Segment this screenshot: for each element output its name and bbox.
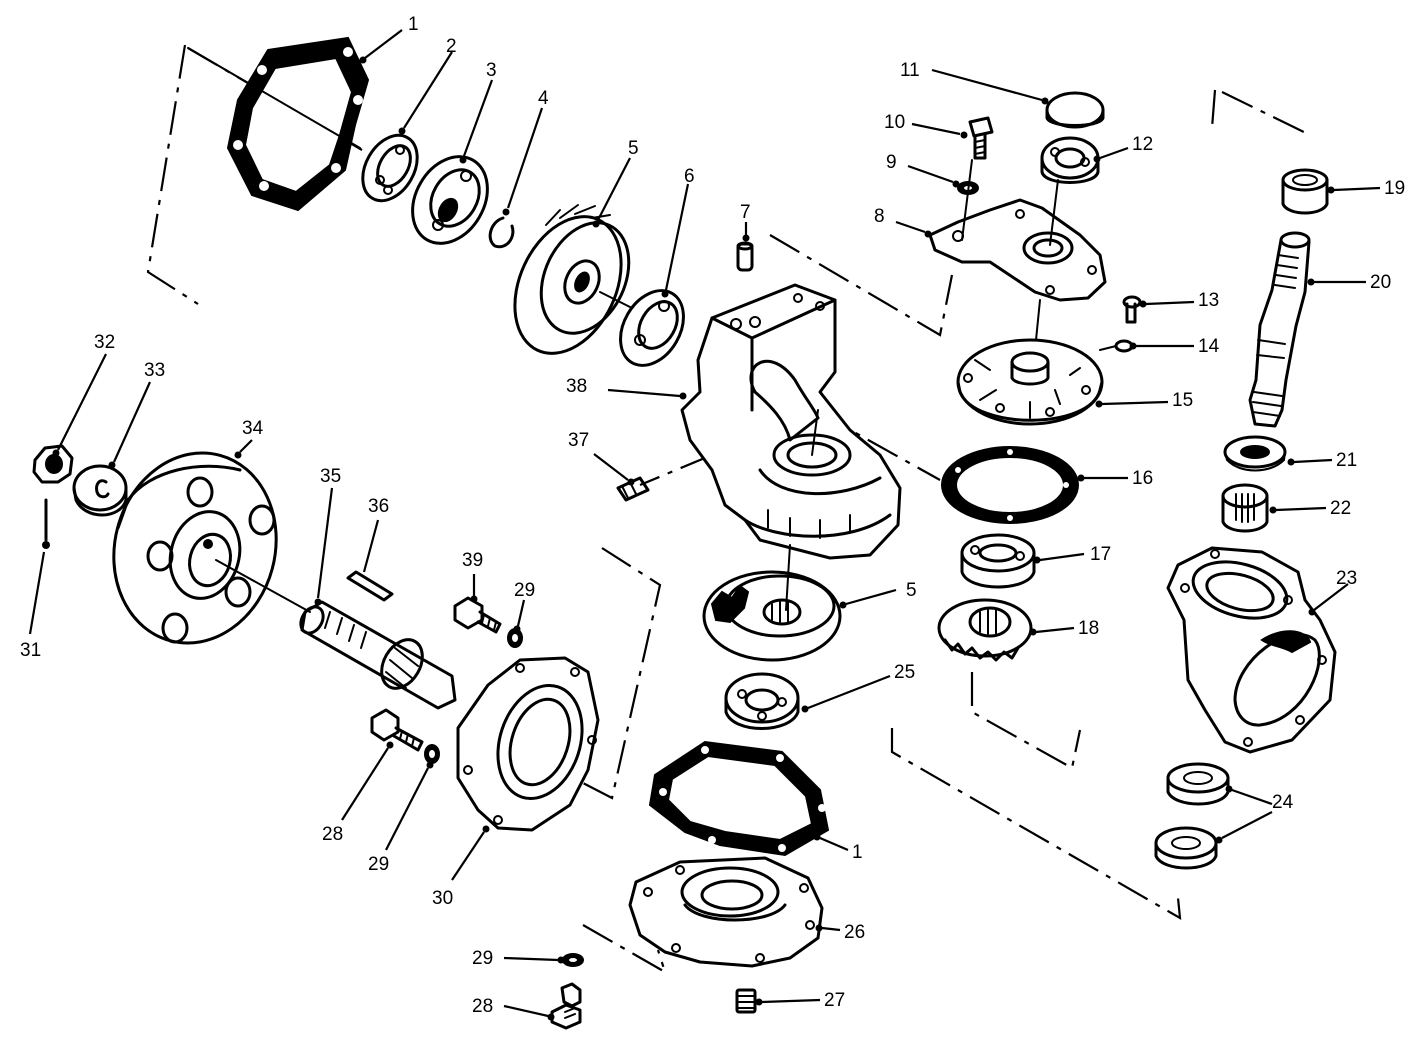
callout-5: 5 [628, 138, 639, 159]
callout-39: 39 [462, 550, 483, 571]
callout-1: 1 [408, 14, 419, 35]
callout-9: 9 [886, 152, 897, 173]
callout-30: 30 [432, 888, 453, 909]
part-1-gasket-top [187, 36, 370, 212]
callout-16: 16 [1132, 468, 1153, 489]
callout-2: 2 [446, 36, 457, 57]
callout-19: 19 [1384, 178, 1405, 199]
part-6-bearing [619, 289, 685, 367]
part-30-bearing-retainer [456, 656, 600, 832]
callout-13: 13 [1198, 290, 1219, 311]
part-21-seal [1223, 435, 1287, 472]
part-5-bevel-gear-top [513, 204, 633, 355]
part-8-bearing-cap [928, 198, 1107, 302]
callout-26: 26 [844, 922, 865, 943]
callout-8: 8 [874, 206, 885, 227]
callout-28-middle: 28 [322, 824, 343, 845]
callout-24: 24 [1272, 792, 1294, 813]
callout-10: 10 [884, 112, 905, 133]
callout-28-lower: 28 [472, 996, 493, 1017]
callout-25: 25 [894, 662, 915, 683]
part-23-housing-elbow [1166, 546, 1337, 754]
part-15-top-plate [956, 299, 1104, 426]
part-27-plug [735, 988, 757, 1014]
callout-1-lower: 1 [852, 842, 863, 863]
part-36-key [346, 570, 394, 602]
callout-15: 15 [1172, 390, 1193, 411]
callout-18: 18 [1078, 618, 1099, 639]
callout-7: 7 [740, 202, 751, 223]
part-31-cotter-pin [42, 498, 50, 549]
callout-17: 17 [1090, 544, 1111, 565]
part-4-snap-ring [488, 216, 515, 249]
part-22-needle-bearing [1221, 483, 1269, 533]
part-29-washer-middle [424, 744, 440, 764]
part-26-end-cover [628, 856, 824, 968]
callout-4: 4 [538, 88, 549, 109]
part-3-bearing [411, 155, 489, 245]
callout-31: 31 [20, 640, 41, 661]
callout-12: 12 [1132, 134, 1153, 155]
part-34-hub-flange [112, 451, 311, 645]
part-29-washer-lower [562, 953, 584, 967]
part-35-pinion-shaft [299, 600, 457, 710]
callout-29-lower: 29 [472, 948, 493, 969]
part-11-cover-cap [1045, 91, 1105, 129]
callout-14: 14 [1198, 336, 1220, 357]
callout-35: 35 [320, 466, 341, 487]
part-28-bolt-middle [370, 708, 424, 752]
callout-33: 33 [144, 360, 165, 381]
callout-32: 32 [94, 332, 115, 353]
callout-labels: 1 2 3 4 5 6 7 8 9 10 11 12 13 14 15 16 1… [20, 14, 1405, 1017]
part-19-bushing [1281, 168, 1329, 215]
callout-23: 23 [1336, 568, 1357, 589]
part-7-dowel-pin [736, 241, 754, 272]
callout-11: 11 [900, 60, 920, 81]
part-20-shaft [1248, 231, 1311, 428]
part-32-nut [32, 444, 74, 484]
part-25-bearing [724, 672, 800, 730]
callout-29-upper: 29 [514, 580, 535, 601]
part-13-screw [1122, 295, 1142, 324]
part-14-washer [1099, 339, 1134, 353]
callout-5-lower: 5 [906, 580, 917, 601]
callout-29-middle: 29 [368, 854, 389, 875]
callout-20: 20 [1370, 272, 1391, 293]
part-33-washer [72, 464, 128, 517]
callout-27: 27 [824, 990, 845, 1011]
part-16-gasket [941, 446, 1079, 524]
callout-36: 36 [368, 496, 389, 517]
callout-37: 37 [568, 430, 589, 451]
callout-3: 3 [486, 60, 497, 81]
callout-6: 6 [684, 166, 695, 187]
part-2-bearing [361, 133, 419, 203]
leader-lines [28, 29, 1381, 1021]
callout-21: 21 [1336, 450, 1357, 471]
part-1-gasket-lower [648, 740, 830, 857]
callout-38: 38 [566, 376, 587, 397]
part-10-bolt [961, 116, 994, 241]
part-17-bearing [960, 533, 1036, 589]
callout-22: 22 [1330, 498, 1351, 519]
part-18-gear [937, 598, 1033, 662]
callout-34: 34 [242, 418, 264, 439]
part-24-bearings [1154, 762, 1230, 870]
part-5-bevel-gear-lower [702, 570, 842, 662]
part-38-gear-housing [680, 283, 902, 611]
part-39-bolt [453, 596, 502, 634]
part-28-bolt-lower [550, 982, 582, 1030]
